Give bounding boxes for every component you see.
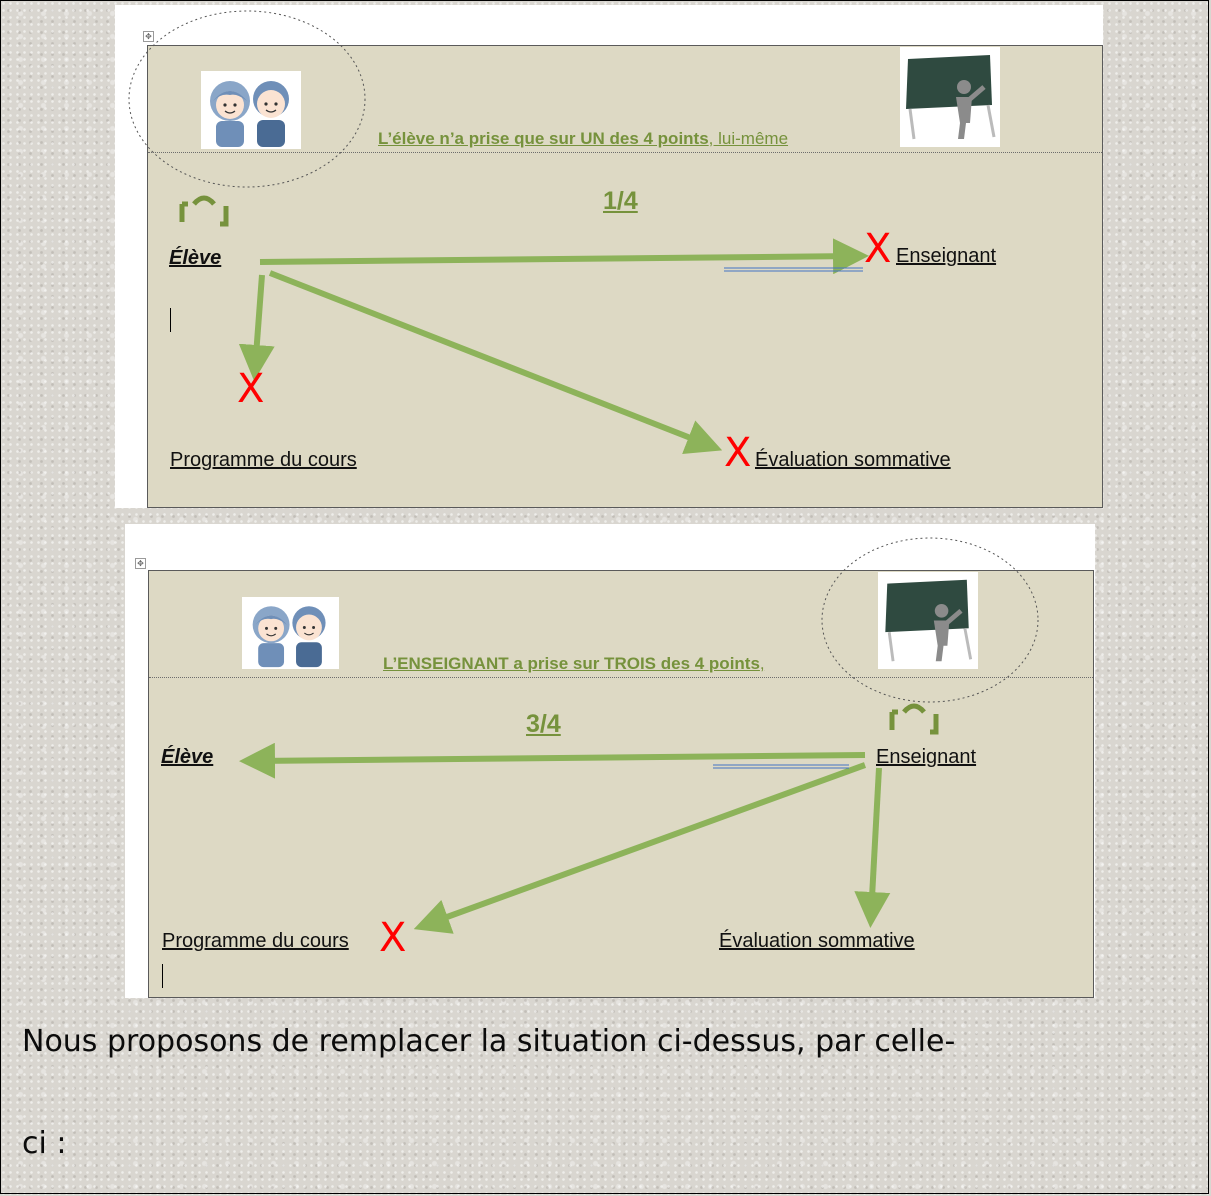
caption-bold: L’élève n’a prise que sur UN des 4 point… bbox=[378, 129, 709, 148]
enseignant-label: Enseignant bbox=[896, 245, 997, 267]
evaluation-label: Évaluation sommative bbox=[755, 449, 951, 471]
fraction-label: 3/4 bbox=[526, 710, 561, 738]
teacher-blackboard-icon bbox=[900, 47, 1000, 147]
body-text-line-1: Nous proposons de remplacer la situation… bbox=[22, 1024, 956, 1059]
enseignant-label: Enseignant bbox=[876, 746, 977, 768]
arrows-layer bbox=[238, 238, 869, 454]
highlight-ellipse bbox=[821, 537, 1039, 703]
table-move-icon[interactable]: ✥ bbox=[135, 558, 146, 569]
caption-bold: L’ENSEIGNANT a prise sur TROIS des 4 poi… bbox=[383, 654, 760, 673]
x-mark: X bbox=[379, 915, 407, 961]
arrow-eleve-programme bbox=[238, 274, 275, 381]
fraction-label: 1/4 bbox=[603, 187, 638, 215]
caption: L’élève n’a prise que sur UN des 4 point… bbox=[378, 129, 788, 149]
teacher-blackboard-icon bbox=[878, 572, 978, 669]
arrow-enseignant-programme bbox=[413, 762, 867, 934]
dotted-divider bbox=[148, 152, 1102, 153]
x-mark: X bbox=[864, 226, 892, 272]
arrows-layer bbox=[239, 742, 891, 934]
arrow-enseignant-eleve bbox=[239, 742, 866, 779]
x-mark: X bbox=[724, 430, 752, 476]
eleve-label: Élève bbox=[161, 746, 214, 768]
caption: L’ENSEIGNANT a prise sur TROIS des 4 poi… bbox=[383, 654, 765, 674]
eleve-label: Élève bbox=[169, 247, 222, 269]
headphones-icon bbox=[179, 195, 229, 227]
dotted-divider bbox=[149, 677, 1093, 678]
x-mark: X bbox=[237, 366, 265, 412]
arrow-eleve-evaluation bbox=[268, 270, 723, 454]
diagram-panel-teacher: ✥ L’ENSEIGNANT bbox=[125, 524, 1095, 998]
text-cursor bbox=[170, 308, 171, 332]
children-icon bbox=[242, 597, 339, 669]
body-text-line-2: ci : bbox=[22, 1126, 67, 1161]
arrow-enseignant-evaluation bbox=[854, 767, 891, 928]
caption-rest: , bbox=[759, 654, 765, 673]
evaluation-label: Évaluation sommative bbox=[719, 930, 915, 952]
programme-label: Programme du cours bbox=[162, 930, 349, 952]
arrow-eleve-enseignant bbox=[259, 238, 869, 275]
diagram-panel-student: ✥ L’élève n’ bbox=[115, 5, 1103, 508]
text-cursor bbox=[162, 964, 163, 988]
programme-label: Programme du cours bbox=[170, 449, 357, 471]
children-icon bbox=[201, 71, 301, 149]
highlight-ellipse bbox=[128, 10, 366, 188]
caption-rest: , lui-même bbox=[708, 129, 789, 148]
table-move-icon[interactable]: ✥ bbox=[143, 31, 154, 42]
headphones-icon bbox=[889, 703, 939, 735]
